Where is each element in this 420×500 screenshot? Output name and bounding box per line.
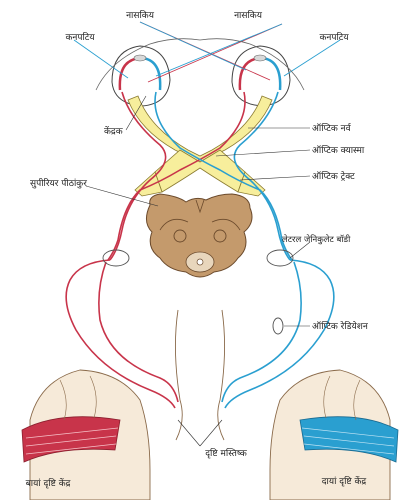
label-kanpatiya-right: कनपटिय <box>319 31 349 43</box>
label-kanpatiya-left: कनपटिय <box>65 31 95 43</box>
head-outline <box>95 38 305 91</box>
label-optic-tract: ऑप्टिक ट्रेक्ट <box>312 170 355 182</box>
label-optic-nerve: ऑप्टिक नर्व <box>312 122 352 134</box>
label-optic-chiasma: ऑप्टिक क्यास्मा <box>312 144 365 156</box>
optic-chiasma-structure <box>127 95 273 197</box>
label-lateral-geniculate: लेटरल जेनिकुलेट बॉडी <box>282 234 351 245</box>
right-lgb-marker <box>266 249 294 267</box>
left-occipital-lobe <box>21 369 151 500</box>
medial-cortex <box>174 309 226 441</box>
label-superior-colliculus: सुपीरियर पीठांकुर <box>30 177 87 189</box>
light-rays <box>73 21 341 83</box>
label-optic-radiation: ऑप्टिक रेडियेशन <box>312 320 369 332</box>
label-nasika-left: नासकिय <box>126 9 155 21</box>
optic-radiation-marker <box>272 317 284 335</box>
label-kendrak: केंद्रक <box>104 125 124 137</box>
red-pathway <box>65 91 246 409</box>
label-right-visual-centre: दायां दृष्टि केंद्र <box>322 475 367 487</box>
label-left-visual-centre: बायां दृष्टि केंद्र <box>26 477 71 489</box>
label-visual-cortex: दृष्टि मस्तिष्क <box>205 447 248 459</box>
left-lgb-marker <box>102 249 130 267</box>
label-nasika-right: नासकिय <box>234 9 263 21</box>
right-occipital-lobe <box>269 369 399 500</box>
blue-pathway <box>154 91 335 409</box>
leader-lines <box>85 95 311 447</box>
brainstem <box>146 193 253 278</box>
left-eye <box>111 45 171 107</box>
